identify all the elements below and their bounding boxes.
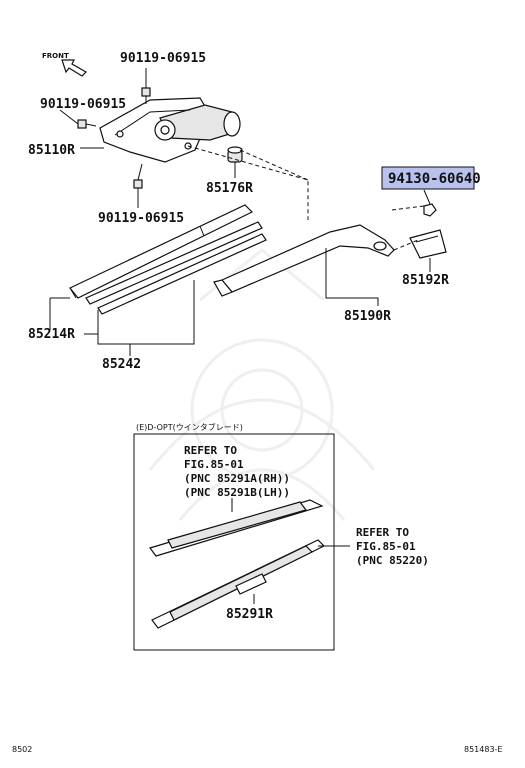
footer-left-code: 8502 [12,745,32,754]
label-85214: 85214R [28,327,75,342]
label-90119-bottom: 90119-06915 [98,211,184,226]
label-85242: 85242 [102,357,141,372]
label-85176: 85176R [206,181,253,196]
highlighted-part-94130[interactable]: 94130-60640 [381,166,481,190]
bolt-left [77,119,97,129]
option-box: (E)D-OPT(ウインタブレード) REFER TO FIG.85-01 (P… [133,422,335,651]
refer-a-line-3: (PNC 85291A(RH)) [184,472,290,485]
grommet-85176 [227,146,243,163]
front-label: FRONT [42,52,69,60]
option-box-title: (E)D-OPT(ウインタブレード) [136,422,243,432]
label-90119-top: 90119-06915 [120,51,206,66]
label-85110: 85110R [28,143,75,158]
winter-blade-lower [151,539,326,629]
wiper-motor-assembly [99,97,241,163]
label-85291: 85291R [226,607,273,622]
wiper-blade-85214 [69,204,267,315]
refer-a-line-4: (PNC 85291B(LH)) [184,486,290,499]
watermark-emblem [148,248,376,521]
cap-85192 [409,229,447,259]
leader-lines [49,68,431,356]
highlight-box [381,166,475,190]
refer-a-line-2: FIG.85-01 [184,458,244,471]
wiper-arm-85190 [213,224,395,297]
refer-b-line-1: REFER TO [356,526,409,539]
bolt-bottom [133,163,143,189]
nut-94130 [423,203,437,217]
winter-blade-upper [149,499,324,557]
refer-a-line-1: REFER TO [184,444,237,457]
refer-b-line-3: (PNC 85220) [356,554,429,567]
label-90119-left: 90119-06915 [40,97,126,112]
front-indicator: FRONT [42,52,87,77]
label-85192: 85192R [402,273,449,288]
label-85190: 85190R [344,309,391,324]
footer-right-code: 851483-E [464,745,502,754]
refer-b-line-2: FIG.85-01 [356,540,416,553]
label-94130: 94130-60640 [388,171,481,187]
front-arrow-icon [61,59,87,77]
